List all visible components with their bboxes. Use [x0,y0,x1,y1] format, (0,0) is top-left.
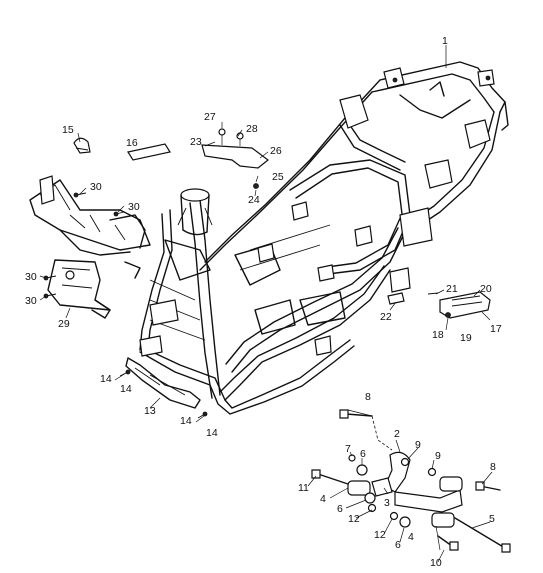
callout-6: 6 [337,503,343,515]
callout-16: 16 [126,137,138,149]
callout-6: 6 [395,539,401,551]
callout-6: 6 [360,448,366,460]
callout-30: 30 [25,295,37,307]
callout-14: 14 [180,415,192,427]
footrest-assembly [387,291,491,319]
leader-lines [39,45,493,563]
callout-29: 29 [58,318,70,330]
callout-15: 15 [62,124,74,136]
callout-14: 14 [206,427,218,439]
lower-mounting-bracket [47,259,111,319]
callout-26: 26 [270,145,282,157]
callout-8: 8 [490,461,496,473]
step-bracket [125,357,201,409]
callout-14: 14 [120,383,132,395]
callout-30: 30 [90,181,102,193]
bolts-30 [43,192,125,299]
callout-27: 27 [204,111,216,123]
callout-13: 13 [144,405,156,417]
callout-11: 11 [298,482,309,494]
callout-2: 2 [394,428,400,440]
callout-1: 1 [442,35,448,47]
front-bracket-assembly [29,175,151,279]
callout-9: 9 [435,450,441,462]
callout-9: 9 [415,439,421,451]
engine-link-assembly [311,409,511,553]
callout-labels: 1 2 3 4 4 5 6 6 6 7 8 8 9 9 10 11 12 12 … [25,35,502,569]
callout-20: 20 [480,283,492,295]
callout-30: 30 [25,271,37,283]
rear-bracket [201,128,269,189]
callout-22: 22 [380,311,392,323]
callout-19: 19 [460,332,472,344]
callout-4: 4 [408,531,414,543]
callout-23: 23 [190,136,202,148]
callout-5: 5 [489,513,495,525]
callout-25: 25 [272,171,284,183]
callout-7: 7 [345,443,351,455]
rubber-pad [127,143,171,161]
callout-12: 12 [374,529,386,541]
callout-21: 21 [446,283,458,295]
callout-18: 18 [432,329,444,341]
callout-14: 14 [100,373,112,385]
callout-4: 4 [320,493,326,505]
callout-17: 17 [490,323,502,335]
callout-10: 10 [430,557,442,569]
bolts-14 [119,369,208,419]
callout-12: 12 [348,513,360,525]
callout-30: 30 [128,201,140,213]
callout-8: 8 [365,391,371,403]
callout-3: 3 [384,497,390,509]
callout-28: 28 [246,123,258,135]
main-frame [139,61,509,415]
cable-clamp [73,137,91,154]
callout-24: 24 [248,194,260,206]
